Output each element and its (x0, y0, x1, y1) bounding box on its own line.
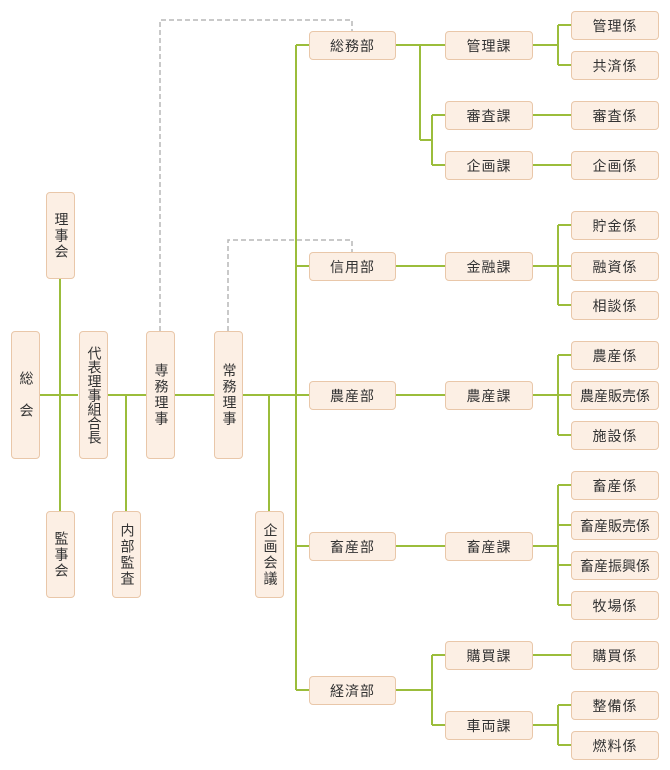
managing-director-box: 常務理事 (214, 331, 243, 459)
agri-sales-unit-box: 農産販売係 (571, 381, 659, 410)
credit-dept-box: 信用部 (309, 252, 396, 281)
loan-unit-box: 融資係 (571, 252, 659, 281)
livestock-dept-box: 畜産部 (309, 532, 396, 561)
agriculture-section-box: 農産課 (445, 381, 533, 410)
ranch-unit-box: 牧場係 (571, 591, 659, 620)
planning-meeting-box: 企画会議 (255, 511, 284, 598)
vehicle-section-box: 車両課 (445, 711, 533, 740)
livestock-sales-unit-box: 畜産販売係 (571, 511, 659, 540)
management-section-box: 管理課 (445, 31, 533, 60)
representative-director-box: 代表理事組合長 (79, 331, 108, 459)
mutual-aid-unit-box: 共済係 (571, 51, 659, 80)
management-unit-box: 管理係 (571, 11, 659, 40)
fuel-unit-box: 燃料係 (571, 731, 659, 760)
planning-unit-box: 企画係 (571, 151, 659, 180)
board-of-auditors-box: 監事会 (46, 511, 75, 598)
senior-managing-director-box: 専務理事 (146, 331, 175, 459)
purchasing-section-box: 購買課 (445, 641, 533, 670)
finance-section-box: 金融課 (445, 252, 533, 281)
agriculture-unit-box: 農産係 (571, 341, 659, 370)
maintenance-unit-box: 整備係 (571, 691, 659, 720)
livestock-promotion-unit-box: 畜産振興係 (571, 551, 659, 580)
livestock-section-box: 畜産課 (445, 532, 533, 561)
board-of-directors-box: 理事会 (46, 192, 75, 279)
livestock-unit-box: 畜産係 (571, 471, 659, 500)
purchasing-unit-box: 購買係 (571, 641, 659, 670)
general-affairs-dept-box: 総務部 (309, 31, 396, 60)
general-assembly-box: 総 会 (11, 331, 40, 459)
agriculture-dept-box: 農産部 (309, 381, 396, 410)
review-unit-box: 審査係 (571, 101, 659, 130)
planning-section-box: 企画課 (445, 151, 533, 180)
internal-audit-box: 内部監査 (112, 511, 141, 598)
facilities-unit-box: 施設係 (571, 421, 659, 450)
review-section-box: 審査課 (445, 101, 533, 130)
savings-unit-box: 貯金係 (571, 211, 659, 240)
economic-dept-box: 経済部 (309, 676, 396, 705)
consultation-unit-box: 相談係 (571, 291, 659, 320)
